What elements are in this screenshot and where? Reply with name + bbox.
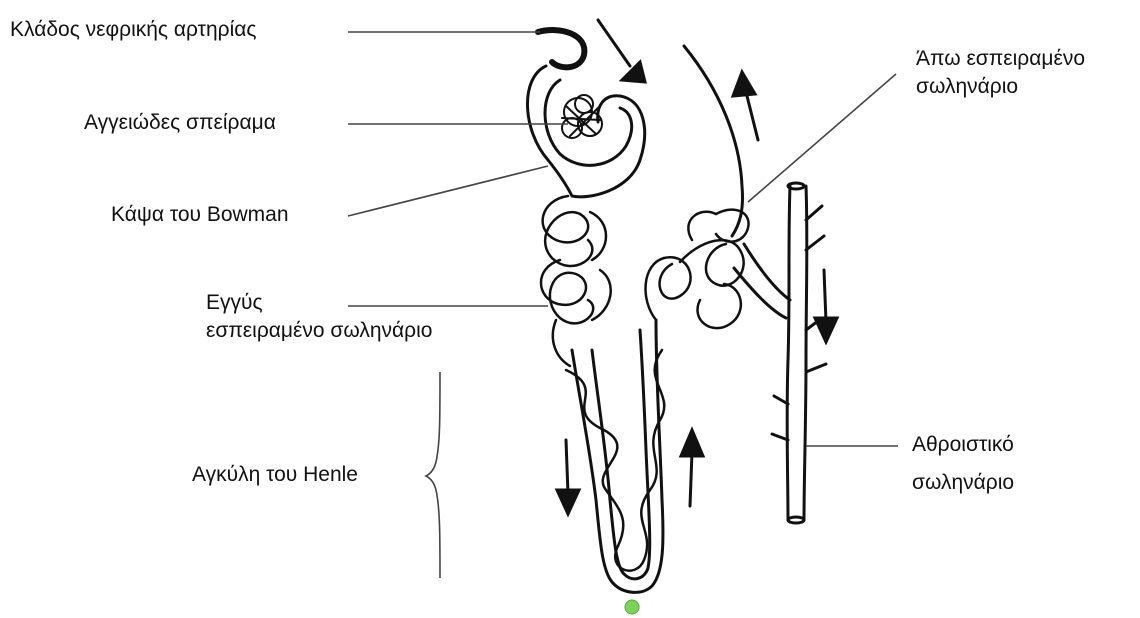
- glomerulus-label: Αγγειώδες σπείραμα: [84, 110, 276, 136]
- collecting-duct-label-line1: Αθροιστικό: [912, 432, 1014, 458]
- flow-arrows: [557, 20, 837, 514]
- efferent-vessel: [684, 46, 743, 236]
- collecting-duct-label-line2: σωληνάριο: [912, 470, 1014, 496]
- proximal-tubule-label-line1: Εγγύς: [206, 290, 263, 316]
- bowman-capsule: [527, 66, 644, 197]
- renal-artery-branch: [538, 30, 584, 67]
- proximal-tubule-label-line2: εσπειραμένο σωληνάριο: [206, 318, 432, 344]
- collecting-duct: [772, 183, 826, 523]
- renal-artery-branch-label: Κλάδος νεφρικής αρτηρίας: [10, 17, 257, 43]
- loop-of-henle-label: Αγκύλη του Henle: [192, 462, 358, 488]
- bowman-capsule-label: Κάψα του Bowman: [111, 202, 289, 228]
- glomerulus: [562, 95, 602, 138]
- distal-tubule-label-line1: Άπω εσπειραμένο: [916, 46, 1085, 72]
- marker-dot: [625, 600, 639, 614]
- distal-tubule-label-line2: σωληνάριο: [916, 74, 1018, 100]
- proximal-tubule-coils: [541, 196, 611, 366]
